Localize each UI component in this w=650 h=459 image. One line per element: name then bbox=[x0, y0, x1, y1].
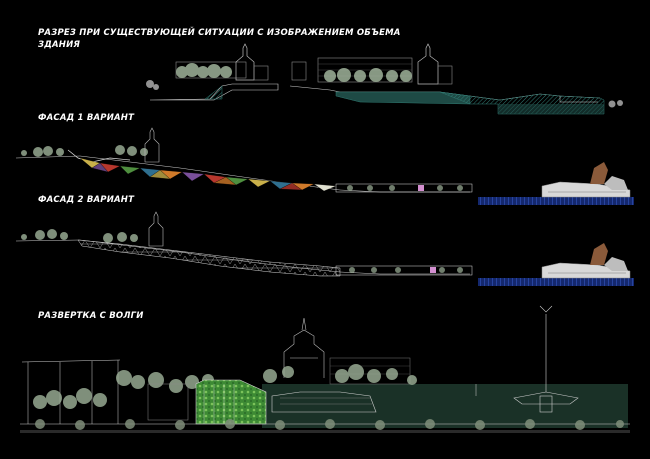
volga-elevation-title: РАЗВЕРТКА С ВОЛГИ bbox=[38, 311, 144, 321]
facade-1-water bbox=[478, 197, 634, 205]
volga-elevation-drawing bbox=[20, 305, 630, 433]
facade-2-title: ФАСАД 2 ВАРИАНТ bbox=[38, 195, 135, 205]
volga-mid-trees bbox=[263, 364, 417, 385]
facade-2-church bbox=[148, 211, 164, 247]
volga-mid-building bbox=[271, 391, 377, 413]
section-existing-title-line1: РАЗРЕЗ ПРИ СУЩЕСТВУЮЩЕЙ СИТУАЦИИ С ИЗОБР… bbox=[38, 28, 401, 38]
facade-2-tunnel bbox=[335, 265, 473, 276]
facade-1-title: ФАСАД 1 ВАРИАНТ bbox=[38, 113, 135, 123]
facade-1-mosaic-band bbox=[79, 157, 337, 192]
volga-backdrop bbox=[262, 384, 628, 428]
facade-1-ship bbox=[541, 162, 631, 198]
volga-monument bbox=[513, 305, 579, 413]
existing-left-buildings bbox=[146, 43, 269, 90]
volga-foreground-trees bbox=[35, 419, 624, 430]
volga-green-wall-building bbox=[195, 379, 267, 425]
facade-1-tunnel bbox=[335, 183, 473, 193]
volga-left-pergola bbox=[21, 359, 121, 424]
facade-2-wireframe-envelope bbox=[77, 239, 341, 277]
facade-1-trees bbox=[21, 145, 148, 157]
section-existing-drawing bbox=[146, 43, 623, 115]
facade-1-drawing bbox=[15, 127, 634, 205]
volga-cathedral bbox=[283, 317, 325, 378]
facade-2-trees bbox=[21, 229, 138, 243]
facade-2-ship bbox=[541, 243, 631, 279]
volga-left-trees bbox=[33, 370, 214, 409]
section-existing-title-line2: ЗДАНИЯ bbox=[38, 40, 81, 50]
existing-right-buildings bbox=[291, 43, 453, 85]
facade-2-water bbox=[478, 278, 634, 286]
facade-1-church bbox=[144, 127, 160, 163]
facade-2-drawing bbox=[15, 211, 634, 286]
